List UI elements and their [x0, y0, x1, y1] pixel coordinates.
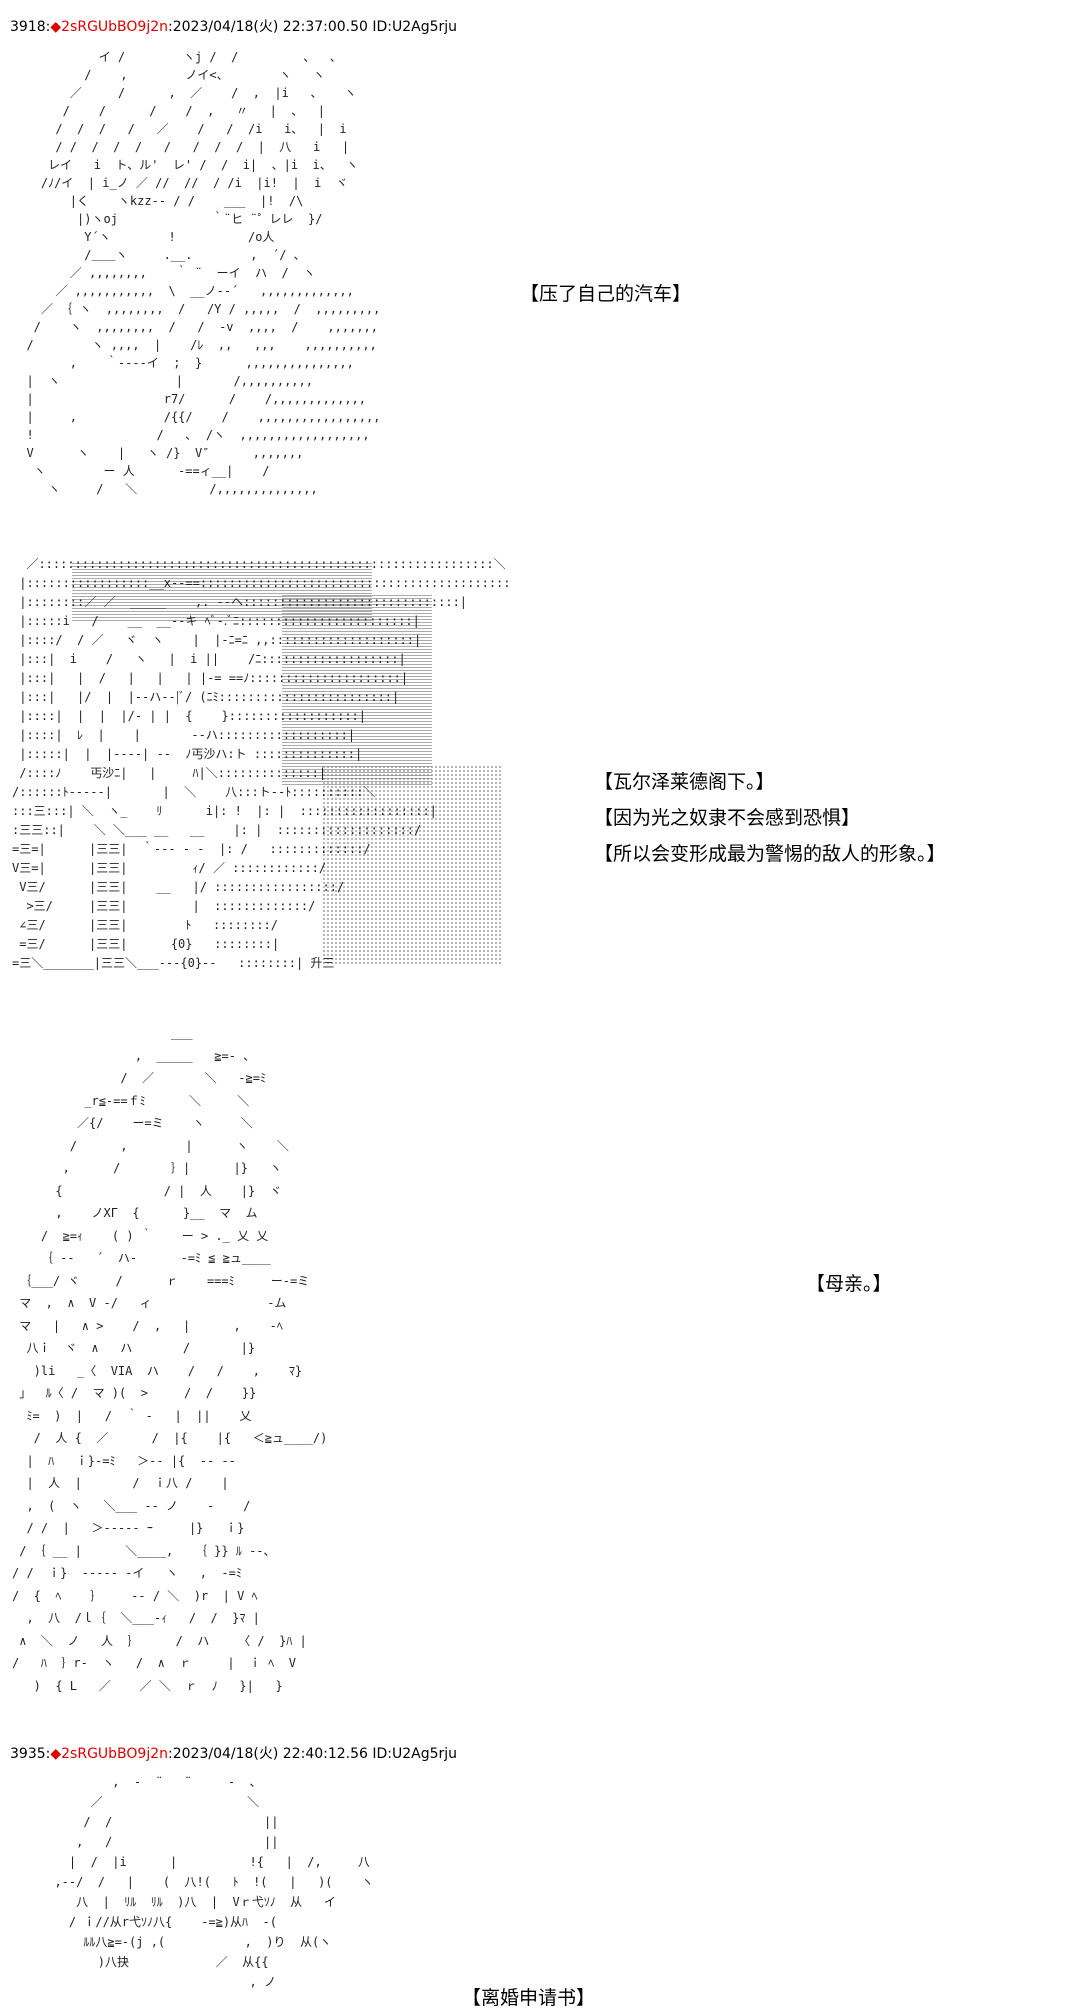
- caption-line: 【瓦尔泽莱德阁下。】: [594, 771, 775, 793]
- ascii-art-figure-3-text: ___ , _____ ≧=- 、 / ／ ＼ ‐≧=ﾐ _r≦-==ｆﾐ ＼ …: [12, 1026, 328, 1693]
- caption-line: 【压了自己的汽车】: [520, 283, 692, 305]
- diamond-icon: ◆: [50, 19, 62, 35]
- caption-line: 【母亲。】: [806, 1273, 892, 1295]
- ascii-art-figure-1: イ / ヽj / / 、 、 / , ノイ<、 ヽ ヽ ／ / , ／ / , …: [12, 48, 452, 512]
- caption-panel-3: 【母亲。】: [806, 1266, 892, 1302]
- post-number: 3918: [10, 19, 46, 35]
- ascii-art-figure-3: ___ , _____ ≧=- 、 / ／ ＼ ‐≧=ﾐ _r≦-==ｆﾐ ＼ …: [12, 1022, 772, 1712]
- post-header-3918: 3918:◆2sRGUbBO9j2n:2023/04/18(火) 22:37:0…: [10, 18, 457, 36]
- diamond-icon: ◆: [50, 1746, 62, 1762]
- ascii-art-figure-4-text: , ‐ ¨ ¨ ‐ 、 ／ ＼ / / || , / || | / |i | !…: [54, 1775, 374, 1989]
- caption-panel-1: 【压了自己的汽车】: [520, 276, 691, 312]
- hatch-shading-right: [282, 595, 432, 785]
- post-separator: :: [45, 19, 51, 35]
- post-number: 3935: [10, 1746, 46, 1762]
- ascii-art-figure-4: , ‐ ¨ ¨ ‐ 、 ／ ＼ / / || , / || | / |i | !…: [40, 1772, 460, 2000]
- ascii-art-figure-2-text: ／:::::::::::::::::::::::::::::::::::::::…: [12, 557, 512, 970]
- ascii-art-figure-2: ／:::::::::::::::::::::::::::::::::::::::…: [12, 555, 512, 975]
- tripcode-link[interactable]: 2sRGUbBO9j2n: [61, 1746, 169, 1762]
- post-separator: :: [45, 1746, 51, 1762]
- ascii-art-figure-1-text: イ / ヽj / / 、 、 / , ノイ<、 ヽ ヽ ／ / , ／ / , …: [26, 50, 381, 496]
- caption-line: 【离婚申请书】: [462, 1987, 596, 2009]
- caption-line: 【因为光之奴隶不会感到恐惧】: [594, 807, 861, 829]
- caption-line: 【所以会变形成最为警惕的敌人的形象。】: [594, 843, 946, 865]
- tripcode-link[interactable]: 2sRGUbBO9j2n: [61, 19, 169, 35]
- post-meta: :2023/04/18(火) 22:40:12.56 ID:U2Ag5rju: [168, 1746, 458, 1762]
- post-header-3935: 3935:◆2sRGUbBO9j2n:2023/04/18(火) 22:40:1…: [10, 1745, 457, 1763]
- caption-panel-2: 【瓦尔泽莱德阁下。】 【因为光之奴隶不会感到恐惧】 【所以会变形成最为警惕的敌人…: [594, 764, 946, 872]
- caption-panel-4: 【离婚申请书】: [462, 1980, 595, 2016]
- dot-shading-right: [322, 765, 502, 965]
- post-meta: :2023/04/18(火) 22:37:00.50 ID:U2Ag5rju: [168, 19, 458, 35]
